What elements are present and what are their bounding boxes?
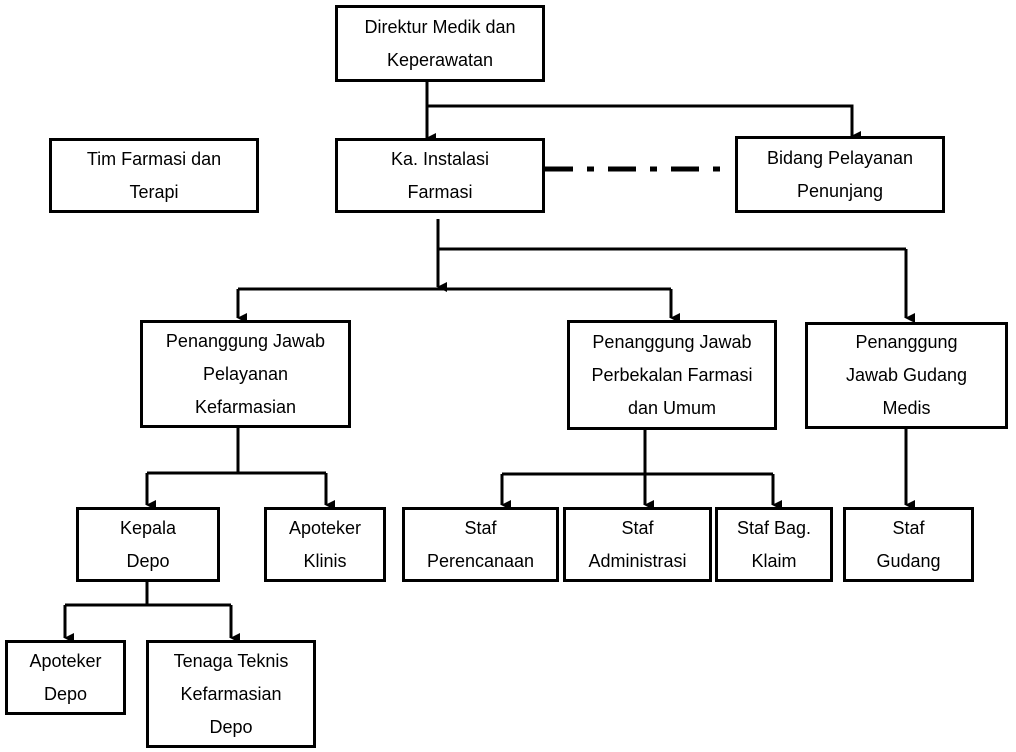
box-direktur-medik-label: Direktur Medik dan Keperawatan — [364, 16, 516, 70]
box-staf-klaim: Staf Bag. Klaim — [715, 507, 833, 582]
box-ka-instalasi-label: Ka. Instalasi Farmasi — [390, 148, 490, 202]
box-tenaga-teknis-label: Tenaga Teknis Kefarmasian Depo — [173, 650, 289, 737]
box-staf-perencanaan-label: Staf Perencanaan — [426, 517, 535, 571]
box-apoteker-klinis: Apoteker Klinis — [264, 507, 386, 582]
box-pj-gudang-label: Penanggung Jawab Gudang Medis — [845, 332, 968, 418]
box-tenaga-teknis: Tenaga Teknis Kefarmasian Depo — [146, 640, 316, 748]
box-apoteker-depo: Apoteker Depo — [5, 640, 126, 715]
box-apoteker-klinis-label: Apoteker Klinis — [288, 517, 362, 571]
box-staf-administrasi-label: Staf Administrasi — [588, 517, 687, 571]
box-tim-farmasi-label: Tim Farmasi dan Terapi — [86, 148, 222, 202]
box-apoteker-depo-label: Apoteker Depo — [29, 650, 102, 704]
box-staf-perencanaan: Staf Perencanaan — [402, 507, 559, 582]
box-pj-perbekalan-label: Penanggung Jawab Perbekalan Farmasi dan … — [591, 331, 753, 418]
box-pj-gudang: Penanggung Jawab Gudang Medis — [805, 322, 1008, 429]
box-staf-gudang: Staf Gudang — [843, 507, 974, 582]
box-pj-pelayanan: Penanggung Jawab Pelayanan Kefarmasian — [140, 320, 351, 428]
box-staf-klaim-label: Staf Bag. Klaim — [736, 517, 812, 571]
box-bidang-pelayanan-label: Bidang Pelayanan Penunjang — [766, 147, 914, 201]
box-kepala-depo-label: Kepala Depo — [119, 517, 177, 571]
box-pj-perbekalan: Penanggung Jawab Perbekalan Farmasi dan … — [567, 320, 777, 430]
box-ka-instalasi: Ka. Instalasi Farmasi — [335, 138, 545, 213]
box-direktur-medik: Direktur Medik dan Keperawatan — [335, 5, 545, 82]
connector-direktur-bidang — [427, 104, 861, 141]
box-pj-pelayanan-label: Penanggung Jawab Pelayanan Kefarmasian — [165, 330, 326, 417]
box-staf-administrasi: Staf Administrasi — [563, 507, 712, 582]
box-bidang-pelayanan: Bidang Pelayanan Penunjang — [735, 136, 945, 213]
box-staf-gudang-label: Staf Gudang — [876, 517, 941, 571]
box-tim-farmasi: Tim Farmasi dan Terapi — [49, 138, 259, 213]
box-kepala-depo: Kepala Depo — [76, 507, 220, 582]
